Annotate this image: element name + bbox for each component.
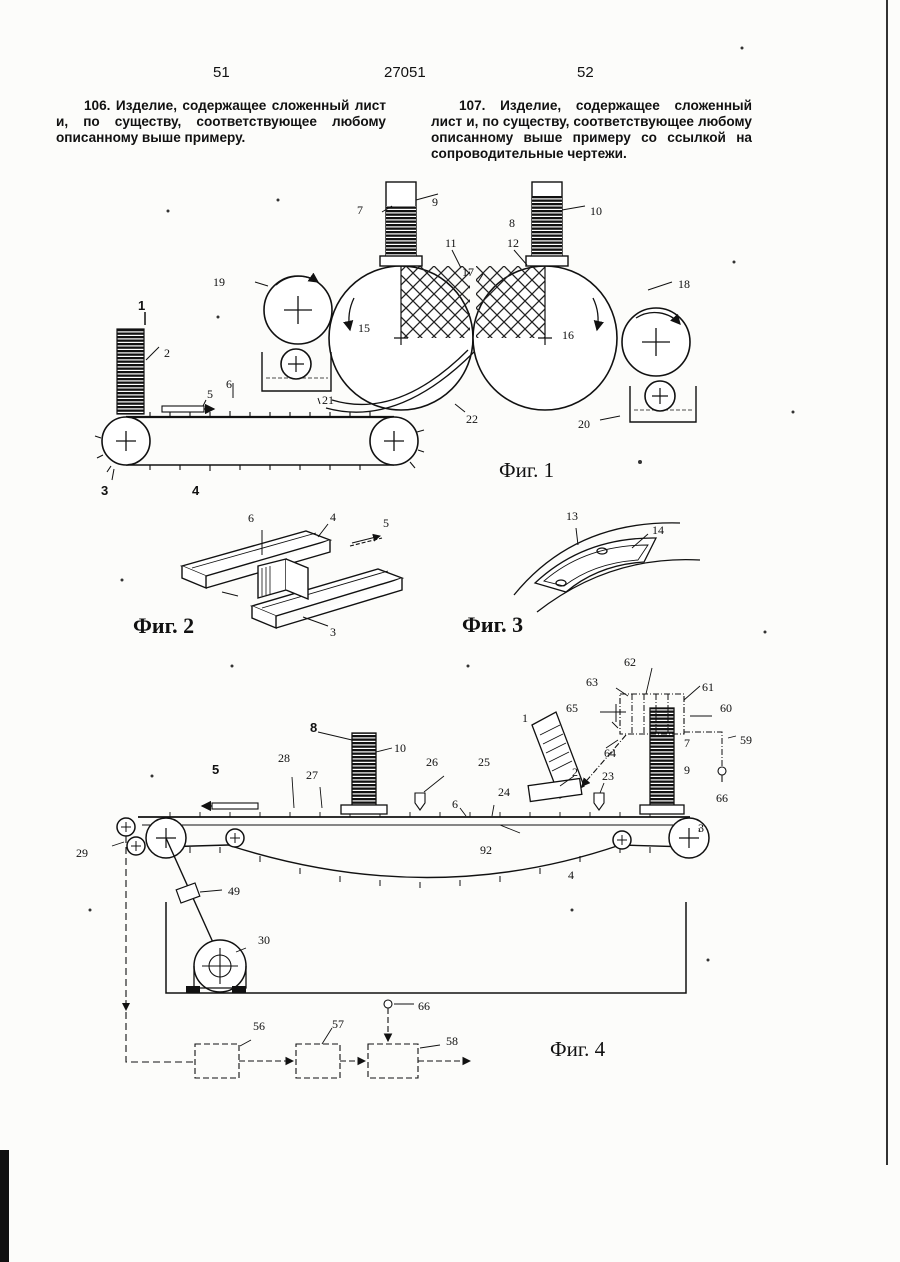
fig4-label-58: 58 <box>446 1034 458 1048</box>
fig1-label-16: 16 <box>562 328 574 342</box>
fig1-label-22: 22 <box>466 412 478 426</box>
fig2-label-5: 5 <box>383 516 389 530</box>
fig3-label-13: 13 <box>566 509 578 523</box>
fig4-label-23: 23 <box>602 769 614 783</box>
fig4-label-66-top: 66 <box>716 791 728 805</box>
fig4-label-66-bottom: 66 <box>418 999 430 1013</box>
fig4-label-61: 61 <box>702 680 714 694</box>
fig4-label-25: 25 <box>478 755 490 769</box>
fig4-label-24: 24 <box>498 785 510 799</box>
fig4-label-49: 49 <box>228 884 240 898</box>
fig4-label-9: 9 <box>684 763 690 777</box>
scan-edge-bottom <box>0 1150 9 1262</box>
fig1-label-9: 9 <box>432 195 438 209</box>
fig1-label-20: 20 <box>578 417 590 431</box>
fig1-label-21: 21 <box>322 393 334 407</box>
fig1-label-11: 11 <box>445 236 457 250</box>
fig4-label-57: 57 <box>332 1017 344 1031</box>
figure-3 <box>514 523 700 612</box>
fig4-label-60: 60 <box>720 701 732 715</box>
fig4-label-62: 62 <box>624 655 636 669</box>
fig1-label-19: 19 <box>213 275 225 289</box>
fig4-label-30: 30 <box>258 933 270 947</box>
figure-2 <box>182 524 402 628</box>
fig3-caption: Фиг. 3 <box>462 612 523 637</box>
fig1-caption: Фиг. 1 <box>499 458 554 482</box>
fig1-label-4: 4 <box>192 483 200 498</box>
fig1-label-6: 6 <box>226 377 232 391</box>
fig4-label-64: 64 <box>604 746 616 760</box>
fig1-label-3: 3 <box>101 483 108 498</box>
figure-1 <box>95 182 696 480</box>
fig1-label-8: 8 <box>509 216 515 230</box>
fig4-label-6: 6 <box>452 797 458 811</box>
fig1-label-10: 10 <box>590 204 602 218</box>
fig4-label-28: 28 <box>278 751 290 765</box>
fig1-label-7: 7 <box>357 203 363 217</box>
scan-edge-right <box>886 0 888 1165</box>
fig4-label-7: 7 <box>684 736 690 750</box>
fig4-label-1: 1 <box>522 711 528 725</box>
fig4-label-26: 26 <box>426 755 438 769</box>
fig4-label-5: 5 <box>212 762 219 777</box>
figure-4 <box>112 668 736 1078</box>
fig2-label-3: 3 <box>330 625 336 639</box>
fig2-caption: Фиг. 2 <box>133 613 194 638</box>
fig4-label-27: 27 <box>306 768 318 782</box>
fig1-label-18: 18 <box>678 277 690 291</box>
fig4-label-63: 63 <box>586 675 598 689</box>
fig4-label-92: 92 <box>480 843 492 857</box>
fig3-label-14: 14 <box>652 523 664 537</box>
fig1-label-2: 2 <box>164 346 170 360</box>
fig1-label-15: 15 <box>358 321 370 335</box>
fig4-label-3: 3 <box>698 821 704 835</box>
fig4-label-29: 29 <box>76 846 88 860</box>
fig4-label-59: 59 <box>740 733 752 747</box>
fig4-caption: Фиг. 4 <box>550 1037 606 1061</box>
fig1-label-12: 12 <box>507 236 519 250</box>
fig4-label-10: 10 <box>394 741 406 755</box>
fig4-label-8: 8 <box>310 720 317 735</box>
fig4-label-65: 65 <box>566 701 578 715</box>
fig4-label-2: 2 <box>572 765 578 779</box>
fig2-label-6: 6 <box>248 511 254 525</box>
fig2-label-4: 4 <box>330 510 336 524</box>
fig4-label-56: 56 <box>253 1019 265 1033</box>
fig1-label-17: 17 <box>462 265 474 279</box>
fig4-label-4: 4 <box>568 868 574 882</box>
fig1-label-1: 1 <box>138 298 145 313</box>
fig1-label-5: 5 <box>207 387 213 401</box>
